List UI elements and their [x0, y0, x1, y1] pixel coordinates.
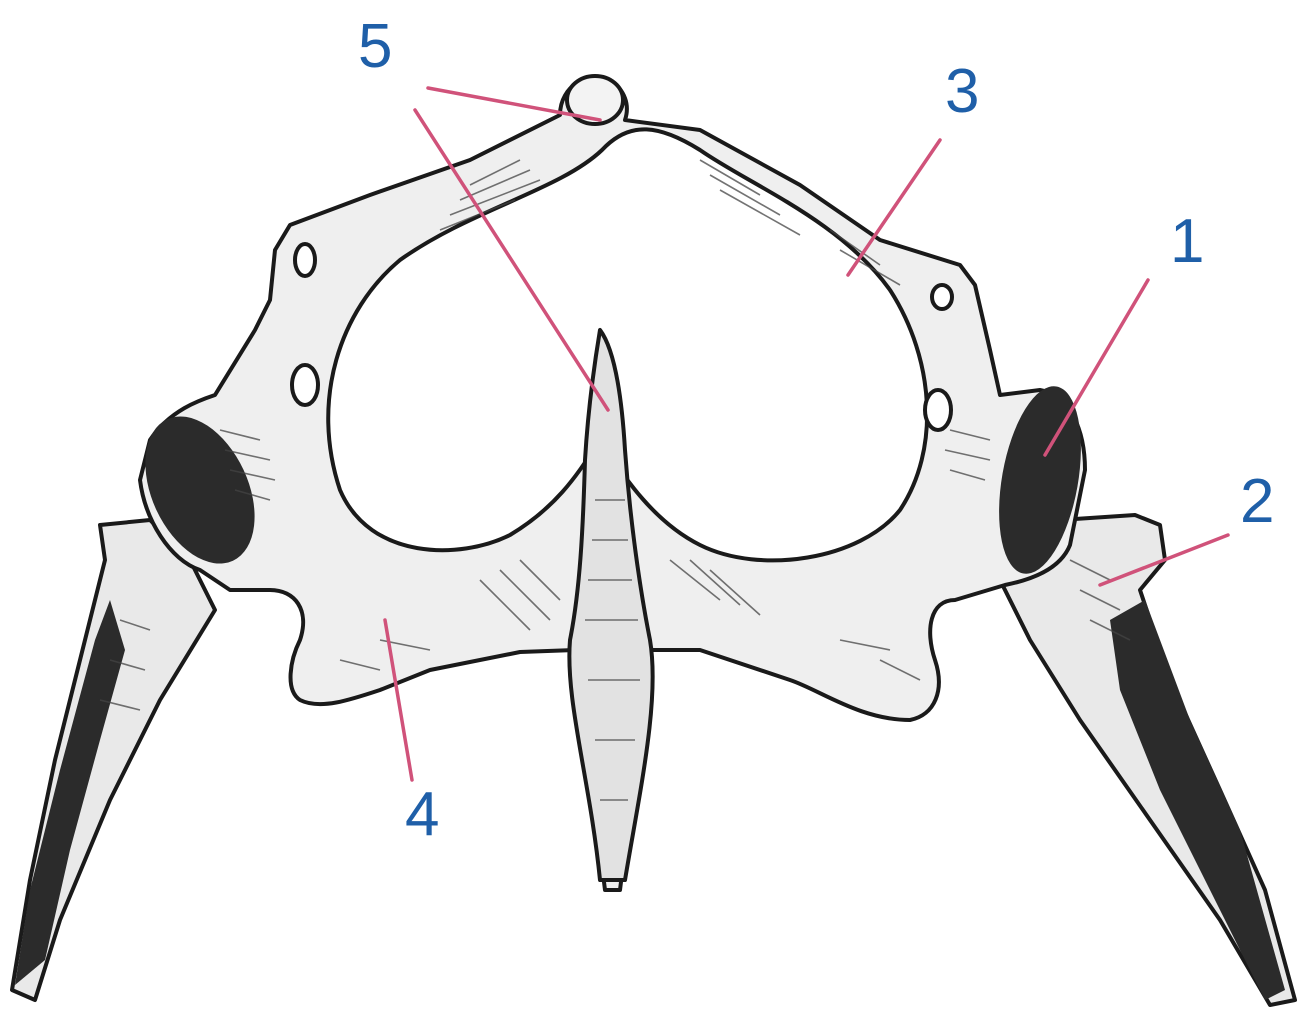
- foramen-left-lower: [292, 365, 318, 405]
- callout-4: 4: [405, 780, 439, 849]
- bone-illustration: [12, 76, 1295, 1005]
- foramen-right-lower: [925, 390, 951, 430]
- leader-line-1: [1045, 280, 1148, 455]
- callout-3: 3: [945, 57, 979, 126]
- foramen-left-upper: [295, 244, 315, 276]
- foramen-right-upper: [932, 285, 952, 309]
- callout-5: 5: [358, 12, 392, 81]
- callout-1: 1: [1170, 207, 1204, 276]
- callout-2: 2: [1240, 467, 1274, 536]
